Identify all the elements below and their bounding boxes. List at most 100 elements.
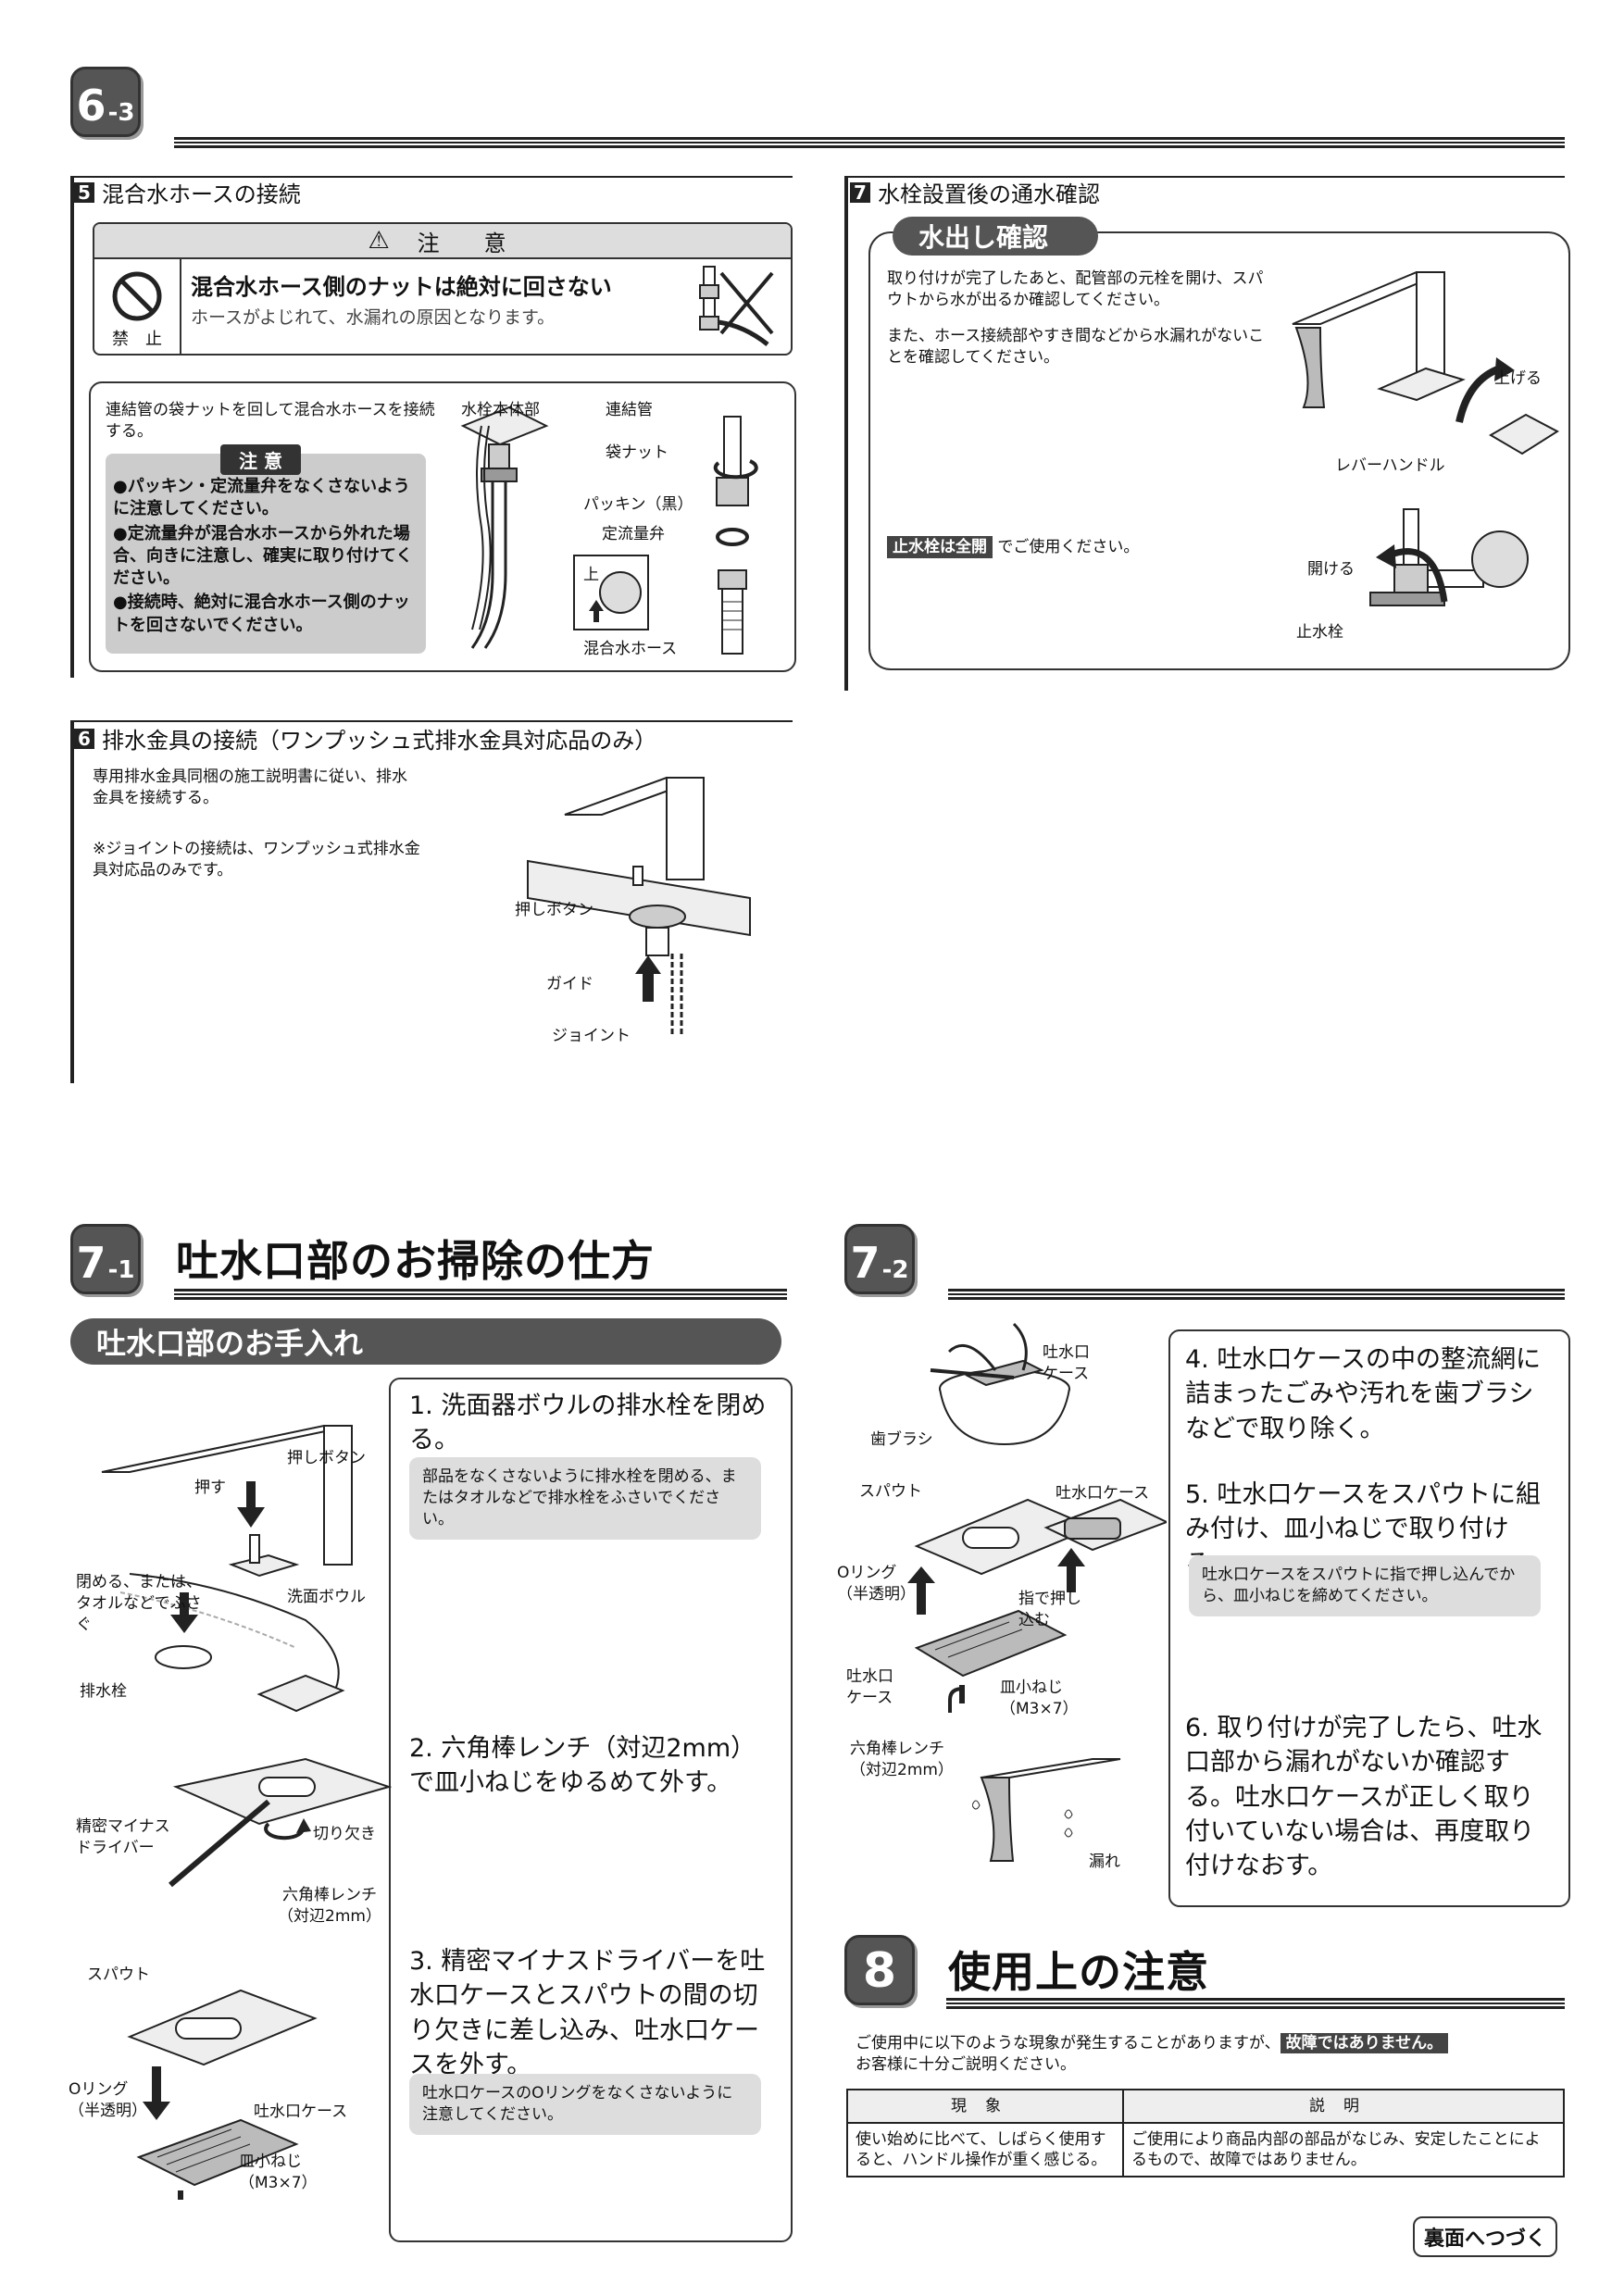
- brush-cleaning-illustration: [930, 1322, 1070, 1446]
- label-wash-bowl: 洗面ボウル: [287, 1588, 366, 1606]
- section-badge-7-2: 7-2: [844, 1224, 915, 1294]
- step-1: 1. 洗面器ボウルの排水栓を閉める。: [409, 1391, 767, 1455]
- step6-title: 排水金具の接続（ワンプッシュ式排水金具対応品のみ）: [102, 728, 657, 754]
- nut-wrench-illustration: [699, 266, 774, 346]
- section-rule-6-3: [174, 137, 1565, 148]
- label-flat-screw: 皿小ねじ（M3×7）: [239, 2152, 318, 2192]
- note-box: [106, 454, 426, 654]
- table-cell-phenomenon: 使い始めに比べて、しばらく使用すると、ハンドル操作が重く感じる。: [846, 2122, 1124, 2178]
- step5-title: 混合水ホースの接続: [102, 181, 301, 207]
- badge-subnumber: -1: [107, 1256, 135, 1284]
- badge-subnumber: -3: [107, 99, 135, 127]
- step-2: 2. 六角棒レンチ（対辺2mm）で皿小ねじをゆるめて外す。: [409, 1734, 756, 1798]
- step6-heading: 6 排水金具の接続（ワンプッシュ式排水金具対応品のみ）: [74, 722, 656, 755]
- badge-subnumber: -2: [881, 1256, 909, 1284]
- caution-text: ホースがよじれて、水漏れの原因となります。: [191, 307, 556, 328]
- stopcock-note: 止水栓は全開 でご使用ください。: [887, 533, 1140, 558]
- stopcock-illustration: [1369, 508, 1529, 606]
- badge-number: 7: [76, 1238, 106, 1288]
- label-o-ring: Oリング（半透明）: [69, 2080, 147, 2120]
- label-up: 上: [583, 566, 599, 584]
- step5-rule: [70, 176, 793, 178]
- phenomena-table: 現象 説明 使い始めに比べて、しばらく使用すると、ハンドル操作が重く感じる。 ご…: [846, 2088, 1565, 2178]
- water-check-text-2: また、ホース接続部やすき間などから水漏れがないことを確認してください。: [887, 327, 1265, 367]
- step-1-note: 部品をなくさないように排水栓を閉める、またはタオルなどで排水栓をふさいでください…: [409, 1457, 761, 1540]
- label-mixing-hose: 混合水ホース: [583, 640, 678, 658]
- table-header-phenomenon: 現象: [846, 2088, 1124, 2125]
- step5-left-bar: [70, 176, 74, 678]
- label-push-button: 押しボタン: [515, 901, 593, 919]
- table-row: 使い始めに比べて、しばらく使用すると、ハンドル操作が重く感じる。 ご使用により商…: [846, 2122, 1565, 2178]
- caution-title: 注 意: [417, 230, 518, 256]
- step7-heading: 7 水栓設置後の通水確認: [850, 176, 1100, 208]
- step-6: 6. 取り付けが完了したら、吐水口部から漏れがないか確認する。吐水口ケースが正し…: [1185, 1714, 1543, 1880]
- stopcock-text: でご使用ください。: [997, 538, 1140, 556]
- spout-push-illustration: [101, 1425, 353, 1713]
- label-precision-driver: 精密マイナスドライバー: [76, 1817, 170, 1857]
- water-check-pill: 水出し確認: [893, 217, 1098, 256]
- note-item: ●接続時、絶対に混合水ホース側のナットを回さないでください。: [113, 593, 410, 635]
- step-3: 3. 精密マイナスドライバーを吐水口ケースとスパウトの間の切り欠きに差し込み、吐…: [409, 1947, 766, 2079]
- steps-box-7-2: [1168, 1329, 1570, 1907]
- label-toothbrush: 歯ブラシ: [870, 1430, 933, 1449]
- label-leak: 漏れ: [1089, 1853, 1120, 1871]
- step6-rule: [70, 720, 793, 722]
- step6-text: 専用排水金具同梱の施工説明書に従い、排水金具を接続する。: [93, 767, 407, 807]
- section-rule-8: [946, 1998, 1565, 2009]
- label-spout: スパウト: [87, 1965, 150, 1984]
- label-hex-wrench-2: 六角棒レンチ（対辺2mm）: [850, 1740, 954, 1779]
- label-push: 押す: [194, 1479, 226, 1497]
- sec8-intro: ご使用中に以下のような現象が発生することがありますが、故障ではありません。 お客…: [856, 2033, 1559, 2076]
- label-guide: ガイド: [546, 975, 593, 993]
- section-badge-7-1: 7-1: [70, 1224, 141, 1294]
- label-spout-2: スパウト: [859, 1482, 922, 1501]
- note-item: ●定流量弁が混合水ホースから外れた場合、向きに注意し、確実に取り付けてください。: [113, 523, 413, 589]
- screw-removal-illustration: [169, 1757, 393, 1888]
- not-a-fault-badge: 故障ではありません。: [1280, 2033, 1449, 2053]
- label-flow-valve: 定流量弁: [602, 525, 665, 543]
- section-8-title: 使用上の注意: [948, 1947, 1209, 1997]
- steps-box-7-1: [389, 1378, 793, 2242]
- water-check-text-1: 取り付けが完了したあと、配管部の元栓を開け、スパウトから水が出るか確認してくださ…: [887, 269, 1264, 309]
- label-raise: 上げる: [1494, 369, 1542, 388]
- faucet-lever-illustration: [1292, 271, 1559, 455]
- prohibit-label: 禁 止: [112, 330, 162, 349]
- step6-note: ※ジョイントの接続は、ワンプッシュ式排水金具対応品のみです。: [93, 840, 420, 880]
- case-removal-illustration: [127, 1989, 318, 2200]
- warning-triangle-icon: ⚠: [368, 227, 390, 255]
- note-item: ●パッキン・定流量弁をなくさないように注意してください。: [113, 477, 410, 519]
- table-cell-explanation: ご使用により商品内部の部品がなじみ、安定したことによるもので、故障ではありません…: [1122, 2122, 1565, 2178]
- caution-heading: 混合水ホース側のナットは絶対に回さない: [191, 274, 612, 300]
- drain-joint-illustration: [527, 777, 751, 1037]
- step6-left-bar: [70, 722, 74, 1083]
- step-5-note: 吐水口ケースをスパウトに指で押し込んでから、皿小ねじを締めてください。: [1189, 1555, 1541, 1616]
- step7-number: 7: [850, 181, 870, 204]
- step6-number: 6: [74, 728, 94, 750]
- label-faucet-body: 水栓本体部: [461, 401, 540, 419]
- label-outlet-case-left: 吐水口ケース: [846, 1667, 893, 1707]
- label-notch: 切り欠き: [313, 1825, 376, 1843]
- prohibit-icon: [112, 271, 162, 321]
- step7-left-bar: [844, 176, 848, 691]
- label-lever-handle: レバーハンドル: [1335, 456, 1445, 475]
- badge-number: 7: [850, 1238, 881, 1288]
- label-outlet-case-top: 吐水口ケース: [1043, 1343, 1090, 1383]
- leak-check-illustration: [972, 1758, 1121, 1862]
- connection-panel: [89, 381, 796, 672]
- step7-rule: [844, 176, 1565, 178]
- label-push-button: 押しボタン: [287, 1449, 366, 1467]
- step-3-note: 吐水口ケースのOリングをなくさないように注意してください。: [409, 2074, 761, 2135]
- continued-on-back: 裏面へつづく: [1413, 2216, 1558, 2257]
- hose-connection-illustration: [460, 406, 758, 655]
- intro-text-2: お客様に十分ご説明ください。: [856, 2054, 1076, 2074]
- section-rule-7-1: [174, 1289, 787, 1300]
- step5-number: 5: [74, 181, 94, 204]
- label-o-ring-2: Oリング（半透明）: [837, 1564, 916, 1603]
- label-stopcock: 止水栓: [1296, 623, 1343, 642]
- caution-box: ⚠ 注 意 禁 止 混合水ホース側のナットは絶対に回さない ホースがよじれて、水…: [93, 222, 793, 356]
- badge-number: 8: [862, 1943, 897, 1999]
- label-close-or-cover: 閉める、または、タオルなどでふさぐ: [76, 1573, 202, 1634]
- label-flat-screw-2: 皿小ねじ（M3×7）: [1000, 1678, 1079, 1718]
- label-connecting-pipe: 連結管: [606, 401, 653, 419]
- label-hex-wrench: 六角棒レンチ（対辺2mm）: [278, 1886, 381, 1926]
